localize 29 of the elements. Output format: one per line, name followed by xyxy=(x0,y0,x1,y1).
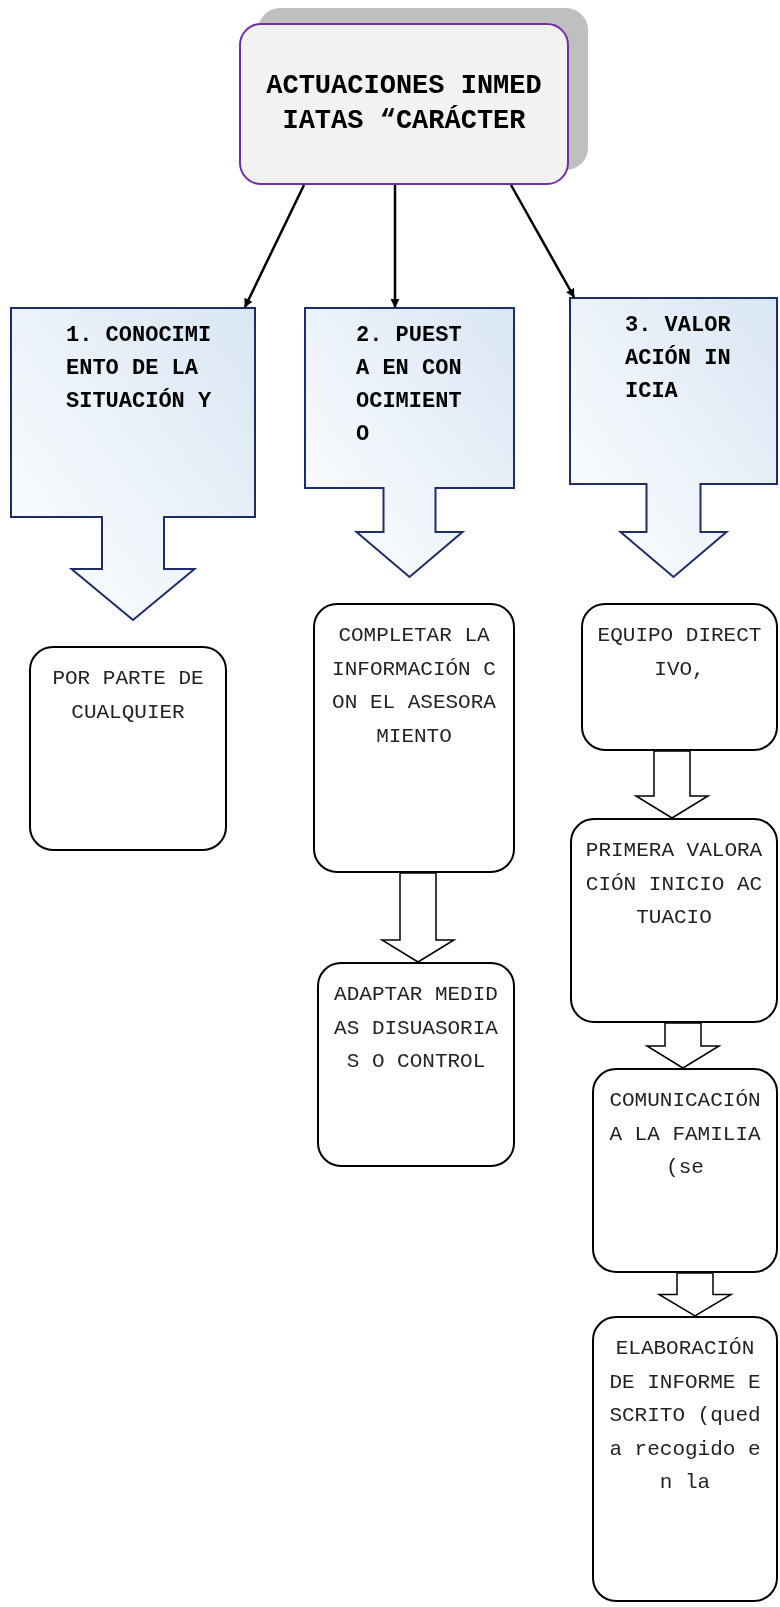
text-box xyxy=(592,1316,778,1602)
block-arrow xyxy=(644,1022,722,1069)
text-box xyxy=(592,1068,778,1273)
block-arrow xyxy=(379,872,457,963)
step-text: ADAPTAR MEDIDAS DISUASORIAS O CONTROL xyxy=(333,982,499,1076)
text-box xyxy=(317,962,515,1167)
step-heading: 3. VALORACIÓN INICIA xyxy=(625,312,732,406)
arrow-callout-box xyxy=(10,307,256,621)
title-box xyxy=(239,23,569,185)
step-text: POR PARTE DE CUALQUIER xyxy=(51,666,205,726)
block-arrow xyxy=(633,750,711,819)
arrow-callout-box xyxy=(569,297,778,578)
step-text: EQUIPO DIRECTIVO, xyxy=(596,623,763,683)
arrow xyxy=(390,185,400,308)
step-text: COMUNICACIÓN A LA FAMILIA (se xyxy=(608,1088,762,1182)
step-heading: 2. PUESTA EN CONOCIMIENTO xyxy=(356,322,463,449)
text-box xyxy=(29,646,227,851)
title-text: ACTUACIONES INMEDIATAS “CARÁCTER xyxy=(265,69,543,138)
block-arrow xyxy=(656,1272,734,1317)
text-box xyxy=(313,603,515,873)
step-text: PRIMERA VALORACIÓN INICIO ACTUACIO xyxy=(584,838,764,932)
text-box xyxy=(570,818,778,1023)
step-text: COMPLETAR LA INFORMACIÓN CON EL ASESORAMIENTO xyxy=(331,623,497,750)
text-box xyxy=(581,603,778,751)
arrow xyxy=(509,184,576,298)
step-text: ELABORACIÓN DE INFORME ESCRITO (queda recogido en la xyxy=(608,1336,762,1497)
arrow-callout-box xyxy=(304,307,515,578)
step-heading: 1. CONOCIMIENTO DE LA SITUACIÓN Y xyxy=(66,322,213,416)
arrow xyxy=(243,184,306,308)
